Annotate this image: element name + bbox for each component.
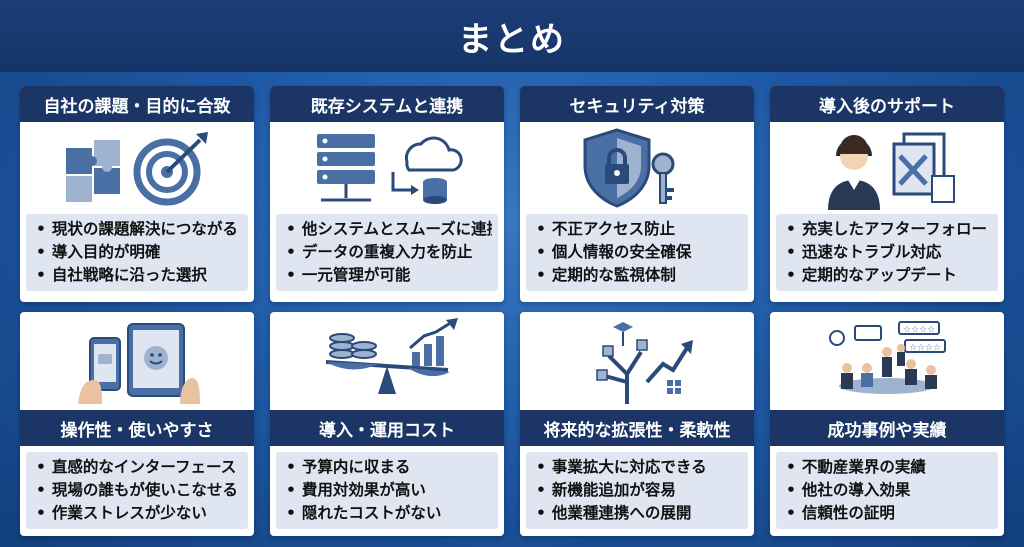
card-title: 既存システムと連携 (270, 86, 504, 122)
card-usability: 操作性・使いやすさ 直感的なインターフェース 現場の誰もが使いこなせる 作業スト… (20, 312, 254, 536)
svg-text:☆☆☆☆: ☆☆☆☆ (909, 343, 941, 353)
support-operator-tools-icon (770, 122, 1004, 214)
phone-tablet-hands-icon (20, 312, 254, 410)
list-item: 予算内に収まる (286, 456, 492, 479)
list-item: データの重複入力を防止 (286, 241, 492, 264)
card-support: 導入後のサポート 充実したアフターフォロー 迅速なトラブル対応 定期的なアップデ… (770, 86, 1004, 302)
page-title: まとめ (458, 19, 566, 60)
list-item: 他システムとスムーズに連携 (286, 218, 492, 241)
list-item: 一元管理が可能 (286, 264, 492, 287)
list-item: 費用対効果が高い (286, 479, 492, 502)
list-item: 他社の導入効果 (786, 479, 992, 502)
list-item: 導入目的が明確 (36, 241, 242, 264)
page-header: まとめ (0, 0, 1024, 72)
list-item: 不正アクセス防止 (536, 218, 742, 241)
bullet-list: 充実したアフターフォロー 迅速なトラブル対応 定期的なアップデート (776, 214, 998, 291)
card-title: セキュリティ対策 (520, 86, 754, 122)
card-goal-fit: 自社の課題・目的に合致 現状の課題解決につながる 導入目的が明確 自社戦略に沿っ… (20, 86, 254, 302)
list-item: 作業ストレスが少ない (36, 502, 242, 525)
server-cloud-database-icon (270, 122, 504, 214)
puzzle-target-icon (20, 122, 254, 214)
list-item: 隠れたコストがない (286, 502, 492, 525)
card-security: セキュリティ対策 不正アクセス防止 個人情報の安全確保 定期的な監視体制 (520, 86, 754, 302)
bullet-list: 直感的なインターフェース 現場の誰もが使いこなせる 作業ストレスが少ない (26, 452, 248, 529)
list-item: 自社戦略に沿った選択 (36, 264, 242, 287)
list-item: 不動産業界の実績 (786, 456, 992, 479)
card-title: 成功事例や実績 (770, 410, 1004, 446)
list-item: 直感的なインターフェース (36, 456, 242, 479)
bullet-list: 現状の課題解決につながる 導入目的が明確 自社戦略に沿った選択 (26, 214, 248, 291)
list-item: 現状の課題解決につながる (36, 218, 242, 241)
bullet-list: 不正アクセス防止 個人情報の安全確保 定期的な監視体制 (526, 214, 748, 291)
scale-coins-chart-icon (270, 312, 504, 410)
list-item: 定期的なアップデート (786, 264, 992, 287)
list-item: 迅速なトラブル対応 (786, 241, 992, 264)
card-title: 将来的な拡張性・柔軟性 (520, 410, 754, 446)
list-item: 事業拡大に対応できる (536, 456, 742, 479)
growth-tree-arrow-icon (520, 312, 754, 410)
bullet-list: 不動産業界の実績 他社の導入効果 信頼性の証明 (776, 452, 998, 529)
card-system-integration: 既存システムと連携 他システムとスムーズに連携 データの重複入力を防止 一元管理… (270, 86, 504, 302)
card-title: 導入・運用コスト (270, 410, 504, 446)
list-item: 現場の誰もが使いこなせる (36, 479, 242, 502)
list-item: 他業種連携への展開 (536, 502, 742, 525)
card-title: 導入後のサポート (770, 86, 1004, 122)
bullet-list: 他システムとスムーズに連携 データの重複入力を防止 一元管理が可能 (276, 214, 498, 291)
card-title: 自社の課題・目的に合致 (20, 86, 254, 122)
list-item: 個人情報の安全確保 (536, 241, 742, 264)
list-item: 信頼性の証明 (786, 502, 992, 525)
card-scalability: 将来的な拡張性・柔軟性 事業拡大に対応できる 新機能追加が容易 他業種連携への展… (520, 312, 754, 536)
svg-text:☆☆☆☆: ☆☆☆☆ (903, 325, 935, 335)
bullet-list: 予算内に収まる 費用対効果が高い 隠れたコストがない (276, 452, 498, 529)
list-item: 定期的な監視体制 (536, 264, 742, 287)
list-item: 充実したアフターフォロー (786, 218, 992, 241)
bullet-list: 事業拡大に対応できる 新機能追加が容易 他業種連携への展開 (526, 452, 748, 529)
card-cost: 導入・運用コスト 予算内に収まる 費用対効果が高い 隠れたコストがない (270, 312, 504, 536)
shield-lock-key-icon (520, 122, 754, 214)
list-item: 新機能追加が容易 (536, 479, 742, 502)
meeting-reviews-icon: ☆☆☆☆ ☆☆☆☆ (770, 312, 1004, 410)
card-track-record: ☆☆☆☆ ☆☆☆☆ 成功事例や実績 不動産業界の実績 他社の導入効果 信頼性の証… (770, 312, 1004, 536)
card-title: 操作性・使いやすさ (20, 410, 254, 446)
